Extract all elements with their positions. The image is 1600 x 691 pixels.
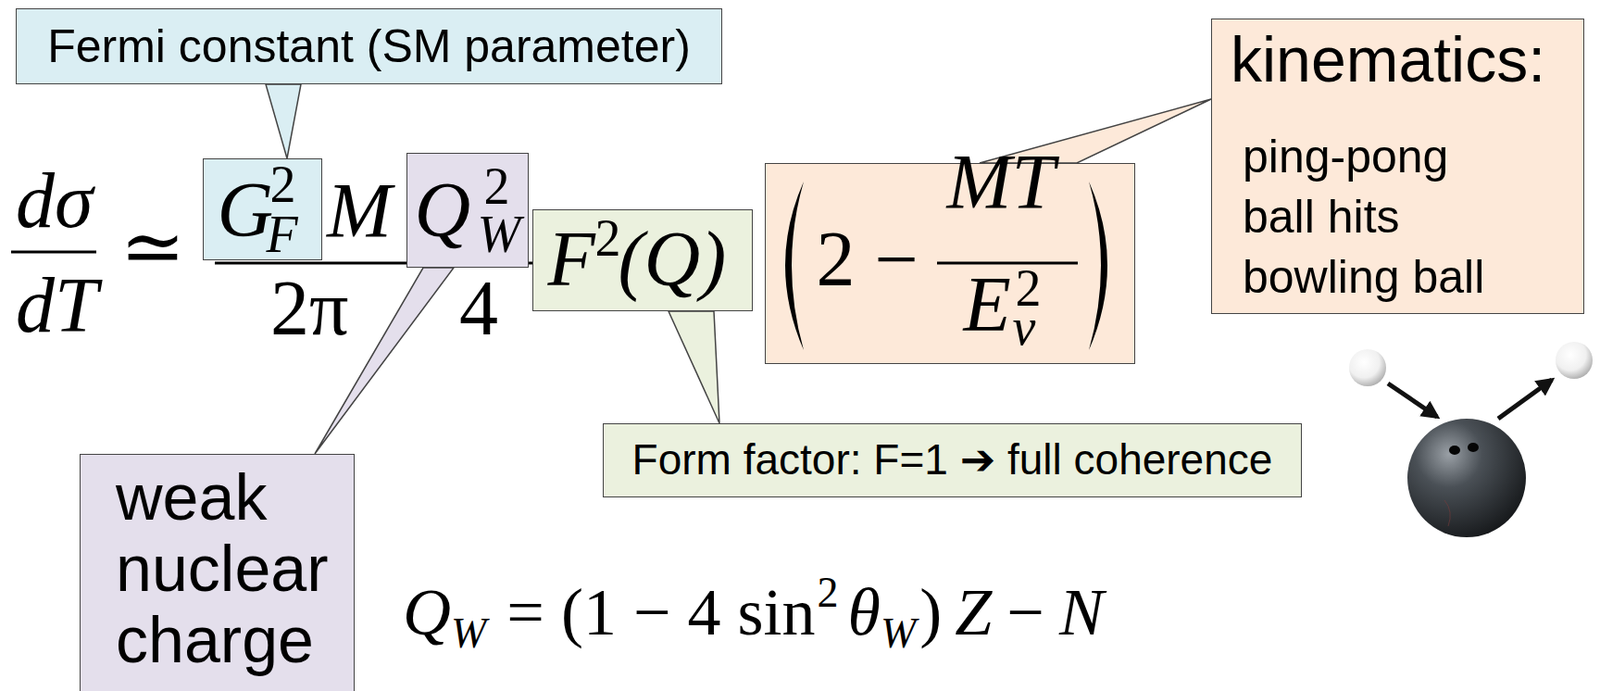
equation-part: ): [919, 575, 942, 650]
bowling-illustration: [1349, 341, 1593, 538]
fraction-bar: [937, 261, 1078, 264]
math-symbol: ν: [1012, 300, 1037, 353]
highlight-box: G2F: [202, 158, 323, 261]
math-symbol: 2: [270, 158, 297, 211]
math-symbol: (Q): [618, 220, 727, 299]
math-symbol: 2π: [270, 269, 349, 348]
equation-part: Q: [402, 575, 451, 650]
motion-arrow: [1498, 379, 1552, 419]
equation-part: θ: [848, 575, 881, 650]
ping-pong-ball: [1349, 349, 1387, 387]
equation-line: QW= (1 − 4 sin2θW)Z−N: [402, 578, 1104, 646]
callout-text: weak nuclear charge: [115, 462, 343, 676]
callout-box: Form factor: F=1 ➔ full coherence: [602, 423, 1302, 498]
callout-box: weak nuclear charge: [79, 453, 355, 691]
big-parenthesis: [785, 181, 804, 350]
callout-text: kinematics:: [1230, 25, 1546, 95]
math-symbol: M: [326, 172, 392, 250]
callout-tail: [668, 311, 720, 424]
bowling-ball: [1407, 418, 1526, 538]
math-symbol: ≃: [120, 208, 186, 287]
equation-part: 2: [817, 568, 839, 616]
math-symbol: 2: [595, 212, 622, 264]
callout-box: Fermi constant (SM parameter): [15, 8, 723, 85]
math-symbol: 2: [484, 160, 511, 213]
math-symbol: F: [548, 220, 596, 299]
callout-box: kinematics: ping-pong ball hits bowling b…: [1211, 18, 1585, 314]
highlight-box: 2 −MTE2ν: [764, 162, 1136, 364]
highlight-box: Q2W: [406, 152, 529, 268]
math-symbol: 2 −: [816, 220, 919, 299]
ball-texture: [1444, 500, 1450, 526]
callout-text: Fermi constant (SM parameter): [47, 18, 691, 75]
equation-part: −: [1006, 575, 1045, 650]
math-symbol: F: [266, 208, 299, 261]
math-symbol: dT: [15, 266, 99, 345]
math-symbol: G: [217, 171, 275, 250]
callout-body: ping-pong ball hits bowling ball: [1242, 126, 1512, 308]
equation-part: W: [450, 609, 487, 657]
equation-part: = (1 − 4 sin: [506, 575, 815, 650]
equation-part: W: [880, 609, 916, 657]
callout-tail: [265, 84, 301, 159]
math-symbol: 4: [459, 269, 499, 348]
math-symbol: MT: [947, 143, 1056, 222]
fraction-bar: [11, 250, 97, 254]
equation-part: N: [1059, 575, 1104, 650]
math-symbol: W: [477, 208, 522, 261]
ping-pong-ball: [1555, 341, 1593, 379]
callout-text: Form factor: F=1 ➔ full coherence: [632, 434, 1274, 486]
math-symbol: dσ: [15, 162, 93, 240]
finger-hole: [1449, 445, 1461, 455]
highlight-box: F2(Q): [532, 209, 753, 312]
math-symbol: E: [963, 265, 1012, 344]
equation-part: Z: [954, 575, 992, 650]
motion-arrow: [1387, 383, 1438, 417]
big-parenthesis: [1088, 181, 1108, 350]
finger-hole: [1467, 442, 1479, 452]
math-symbol: Q: [414, 171, 472, 250]
